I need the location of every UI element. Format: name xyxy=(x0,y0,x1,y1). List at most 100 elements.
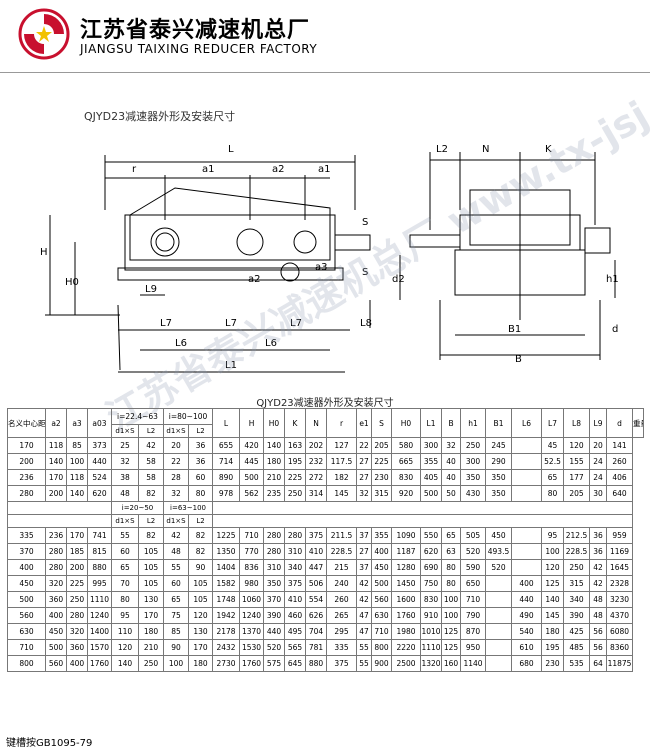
table-cell: 42 xyxy=(589,575,608,592)
header-cell: a2 xyxy=(45,408,67,438)
drawing-title: QJYD23减速器外形及安装尺寸 xyxy=(84,110,236,123)
table-cell: 228.5 xyxy=(326,543,358,560)
table-cell: 890 xyxy=(212,469,241,486)
table-cell: 36 xyxy=(589,527,608,544)
table-cell: 500 xyxy=(420,485,443,502)
table-cell: 750 xyxy=(420,575,443,592)
header-cell: d xyxy=(606,408,634,438)
table-cell: 315 xyxy=(563,575,591,592)
table-cell: 47 xyxy=(356,607,373,624)
table-cell xyxy=(485,591,513,608)
table-cell: 55 xyxy=(356,655,373,672)
table-cell xyxy=(485,575,513,592)
header-cell: L8 xyxy=(563,408,591,438)
header-cell: H0 xyxy=(263,408,286,438)
dim-d: d xyxy=(612,324,618,335)
table-cell: 47 xyxy=(356,623,373,640)
header-cell xyxy=(212,514,634,528)
table-cell: 280 xyxy=(7,485,46,502)
table-cell: 500 xyxy=(239,469,265,486)
table-cell: 105 xyxy=(187,591,214,608)
table-cell: 995 xyxy=(87,575,112,592)
table-cell: 105 xyxy=(138,575,164,592)
table-cell: 335 xyxy=(326,639,358,656)
table-cell: 375 xyxy=(284,575,307,592)
table-cell: 180 xyxy=(187,655,214,672)
header-cell: i=20~50 xyxy=(111,501,164,515)
table-cell: 145 xyxy=(326,485,358,502)
table-cell: 32 xyxy=(356,485,373,502)
table-cell: 714 xyxy=(212,453,241,470)
table-cell: 2432 xyxy=(212,639,241,656)
table-cell xyxy=(485,607,513,624)
table-cell: 82 xyxy=(187,527,214,544)
table-cell: 350 xyxy=(485,469,513,486)
table-cell: 500 xyxy=(45,639,67,656)
table-cell: 1140 xyxy=(460,655,487,672)
table-cell: 295 xyxy=(326,623,358,640)
table-cell: 1400 xyxy=(87,623,112,640)
table-cell: 42 xyxy=(589,559,608,576)
dim-L9: L9 xyxy=(145,284,157,295)
table-cell: 42 xyxy=(356,575,373,592)
table-cell: 82 xyxy=(187,543,214,560)
table-cell: 280 xyxy=(284,527,307,544)
company-name-cn: 江苏省泰兴减速机总厂 xyxy=(80,18,311,43)
header-cell: a3 xyxy=(66,408,88,438)
table-cell: 390 xyxy=(563,607,591,624)
table-cell: 490 xyxy=(511,607,543,624)
dim-L7-b: L7 xyxy=(225,318,237,329)
table-cell: 790 xyxy=(460,607,487,624)
table-cell: 163 xyxy=(284,437,307,454)
table-cell: 60 xyxy=(111,543,139,560)
table-cell: 2500 xyxy=(391,655,422,672)
table-cell: 205 xyxy=(371,437,393,454)
header-cell: L9 xyxy=(589,408,608,438)
dim-B1: B1 xyxy=(508,324,521,335)
table-cell: 100 xyxy=(66,453,88,470)
table-cell: 80 xyxy=(541,485,565,502)
subheader-cell: L2 xyxy=(138,514,164,528)
table-cell: 230 xyxy=(541,655,565,672)
table-cell: 20 xyxy=(163,437,189,454)
table-cell: 145 xyxy=(541,607,565,624)
table-cell: 36 xyxy=(187,437,214,454)
table-cell: 815 xyxy=(87,543,112,560)
table-cell: 180 xyxy=(263,453,286,470)
table-cell xyxy=(511,559,543,576)
table-cell: 370 xyxy=(7,543,46,560)
dim-a2-diag: a2 xyxy=(248,274,261,285)
table-cell: 590 xyxy=(460,559,487,576)
table-cell: 82 xyxy=(138,485,164,502)
table-cell: 1240 xyxy=(87,607,112,624)
table-cell: 140 xyxy=(111,655,139,672)
table-cell: 300 xyxy=(420,437,443,454)
table-cell: 11875 xyxy=(606,655,634,672)
table-cell: 48 xyxy=(589,591,608,608)
table-cell: 505 xyxy=(460,527,487,544)
table-cell: 1760 xyxy=(239,655,265,672)
table-cell: 210 xyxy=(138,639,164,656)
table-cell: 315 xyxy=(371,485,393,502)
table-cell: 100 xyxy=(441,591,462,608)
table-cell: 45 xyxy=(541,437,565,454)
table-cell: 125 xyxy=(541,575,565,592)
header-cell xyxy=(7,514,112,528)
table-cell: 440 xyxy=(87,453,112,470)
table-cell: 205 xyxy=(563,485,591,502)
table-cell: 80 xyxy=(441,575,462,592)
table-cell: 830 xyxy=(420,591,443,608)
table-cell: 450 xyxy=(45,623,67,640)
table-cell: 920 xyxy=(391,485,422,502)
table-cell: 265 xyxy=(326,607,358,624)
table-cell: 250 xyxy=(563,559,591,576)
dim-H: H xyxy=(40,247,48,258)
table-cell: 140 xyxy=(541,591,565,608)
table-cell: 228.5 xyxy=(563,543,591,560)
table-cell: 22 xyxy=(163,453,189,470)
table-cell: 880 xyxy=(305,655,328,672)
